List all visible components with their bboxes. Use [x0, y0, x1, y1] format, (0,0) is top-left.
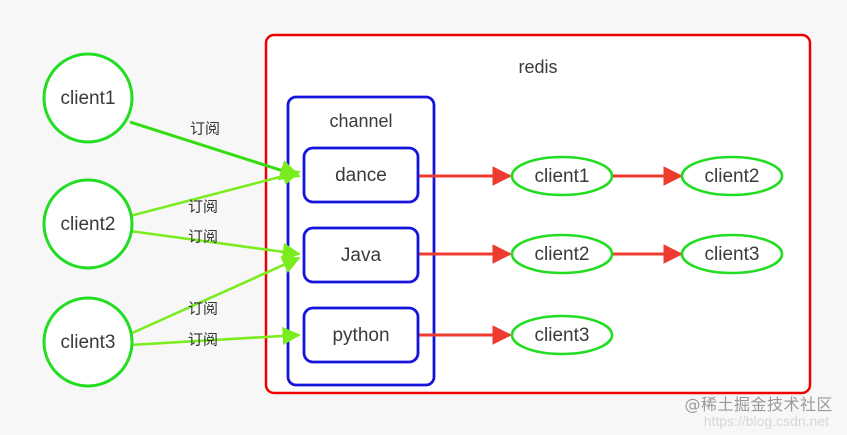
- subscription-arrow-client2-dance: [129, 167, 301, 218]
- recipient-java-client2[interactable]: client2: [510, 233, 614, 275]
- subscription-arrow-client3-java: [129, 256, 301, 336]
- subscription-arrow-client3-python: [129, 326, 301, 347]
- channel-item-label-dance: dance: [335, 165, 387, 186]
- recipient-label-java-client3: client3: [705, 244, 760, 265]
- subscriber-label-client3: client3: [61, 332, 116, 353]
- subscription-label-client3-python: 订阅: [188, 331, 218, 349]
- subscription-labels: 订阅 订阅 订阅 订阅 订阅: [188, 120, 220, 349]
- publish-arrows: [419, 166, 683, 345]
- recipient-ellipse-java-client3[interactable]: [680, 233, 784, 275]
- subscription-arrows: [129, 120, 302, 347]
- recipient-ellipse-python-client3[interactable]: [510, 314, 614, 356]
- recipient-label-dance-client1: client1: [535, 166, 590, 187]
- subscription-arrow-client2-java: [129, 229, 301, 261]
- subscriber-label-client1: client1: [61, 88, 116, 109]
- recipient-ellipse-java-client2[interactable]: [510, 233, 614, 275]
- channel-item-box-python[interactable]: [302, 306, 420, 364]
- watermark-brand: @稀土掘金技术社区: [684, 395, 833, 414]
- recipient-label-java-client2: client2: [535, 244, 590, 265]
- channel-item-python[interactable]: python: [302, 306, 420, 364]
- channel-item-java[interactable]: Java: [302, 226, 420, 284]
- channel-item-box-dance[interactable]: [302, 146, 420, 204]
- channel-item-dance[interactable]: dance: [302, 146, 420, 204]
- subscriber-client1[interactable]: client1: [42, 52, 134, 144]
- recipient-dance-client1[interactable]: client1: [510, 155, 614, 197]
- channel-item-box-java[interactable]: [302, 226, 420, 284]
- subscriber-circle-client2[interactable]: [42, 178, 134, 270]
- channel-item-label-python: python: [332, 325, 389, 346]
- recipient-label-python-client3: client3: [535, 325, 590, 346]
- subscription-arrow-client1-dance: [129, 120, 302, 181]
- recipient-ellipse-dance-client1[interactable]: [510, 155, 614, 197]
- recipient-ellipse-dance-client2[interactable]: [680, 155, 784, 197]
- watermark-url: https://blog.csdn.net: [703, 413, 829, 429]
- subscriber-client2[interactable]: client2: [42, 178, 134, 270]
- subscription-label-client2-dance: 订阅: [188, 198, 218, 216]
- recipient-python-client3[interactable]: client3: [510, 314, 614, 356]
- recipient-dance-client2[interactable]: client2: [680, 155, 784, 197]
- subscriber-circle-client3[interactable]: [42, 296, 134, 388]
- recipient-java-client3[interactable]: client3: [680, 233, 784, 275]
- channel-item-label-java: Java: [341, 245, 382, 266]
- subscription-label-client1-dance: 订阅: [190, 120, 220, 138]
- subscription-label-client2-java: 订阅: [188, 228, 218, 246]
- subscriber-client3[interactable]: client3: [42, 296, 134, 388]
- recipient-label-dance-client2: client2: [705, 166, 760, 187]
- redis-label: redis: [518, 57, 557, 77]
- subscriber-label-client2: client2: [61, 214, 116, 235]
- subscriber-circle-client1[interactable]: [42, 52, 134, 144]
- channel-label: channel: [329, 111, 392, 131]
- subscription-label-client3-java: 订阅: [188, 300, 218, 318]
